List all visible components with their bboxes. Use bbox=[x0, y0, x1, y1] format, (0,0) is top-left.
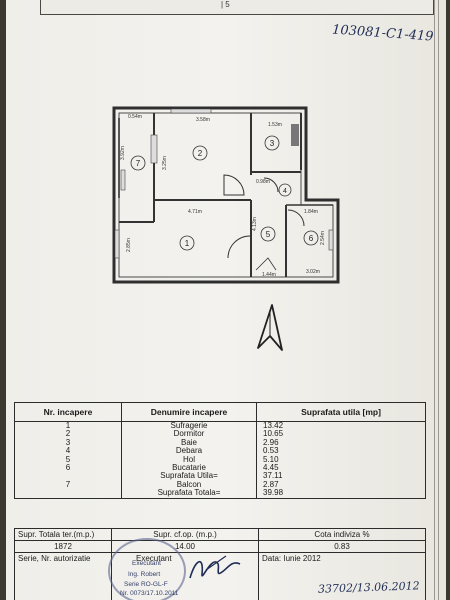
room-area: 4.45 bbox=[256, 463, 426, 473]
svg-text:5: 5 bbox=[266, 230, 271, 239]
table-row-subtotal: Suprafata Utila= 37.11 bbox=[14, 472, 426, 481]
room2-window bbox=[170, 108, 212, 114]
room-nr bbox=[14, 489, 122, 499]
dim-room5-depth: 4.13m bbox=[252, 217, 258, 231]
room-number-6: 6 bbox=[303, 230, 319, 246]
door-swing-room3 bbox=[263, 177, 279, 193]
room7-door bbox=[150, 134, 158, 164]
table-row: 5 Hol 5.10 bbox=[14, 455, 426, 465]
table-row: 6 Bucatarie 4.45 bbox=[14, 463, 426, 473]
dim-room7-depth: 3.92m bbox=[120, 146, 126, 160]
table-row: 2 Dormitor 10.65 bbox=[14, 429, 426, 439]
stamp-line-2: Ing. Robert bbox=[128, 571, 161, 578]
signature bbox=[189, 555, 241, 579]
svg-text:3: 3 bbox=[270, 139, 275, 148]
supr-teren-label: Supr. Totala ter.(m.p.) bbox=[14, 528, 112, 541]
room-area: 39.98 bbox=[256, 489, 426, 499]
room-number-2: 2 bbox=[192, 145, 208, 161]
table-row: 4 Debara 0.53 bbox=[14, 446, 426, 456]
stamp-seal bbox=[108, 538, 186, 600]
top-tab: | 5 bbox=[40, 0, 434, 15]
dim-room2-width: 3.58m bbox=[196, 117, 210, 123]
room-number-4: 4 bbox=[278, 183, 292, 197]
table-row-total: Suprafata Totala= 39.98 bbox=[14, 489, 426, 499]
svg-text:4: 4 bbox=[283, 188, 287, 195]
dim-room1-depth: 2.85m bbox=[126, 238, 132, 252]
door-swing-room1 bbox=[227, 235, 251, 259]
entry-mark bbox=[255, 257, 277, 271]
dim-room6-depth: 2.54m bbox=[320, 231, 326, 245]
outer-wall bbox=[112, 106, 340, 284]
room-area: 5.10 bbox=[256, 455, 426, 465]
room1-window bbox=[114, 229, 120, 259]
cota-value: 0.83 bbox=[258, 540, 426, 553]
dim-room1-width: 4.71m bbox=[188, 209, 202, 215]
cota-label: Cota indiviza % bbox=[258, 528, 426, 541]
room-number-1: 1 bbox=[179, 235, 195, 251]
room-area: 10.65 bbox=[256, 429, 426, 439]
room7-window-hatch bbox=[118, 118, 120, 198]
door-swing-room2 bbox=[223, 174, 245, 196]
room-nr: 7 bbox=[14, 480, 122, 490]
svg-text:2: 2 bbox=[198, 149, 203, 158]
room-name: Suprafata Totala= bbox=[121, 489, 257, 499]
room-area: 37.11 bbox=[256, 472, 426, 481]
floor-plan: 7 2 3 4 1 5 6 0.54m 3.58m 1.53m bbox=[112, 106, 340, 351]
stamp-line-3: Serie RO-GL-F bbox=[124, 581, 168, 588]
north-arrow-icon bbox=[257, 304, 283, 351]
room-number-5: 5 bbox=[260, 226, 276, 242]
margin-line bbox=[434, 0, 435, 600]
svg-text:6: 6 bbox=[309, 234, 314, 243]
stamp-line-4: Nr. 0073/17.10.2011 bbox=[120, 590, 179, 597]
header-area: Suprafata utila [mp] bbox=[256, 402, 426, 422]
table-row: 1 Sufragerie 13.42 bbox=[14, 421, 426, 431]
bath-fixture bbox=[291, 124, 299, 146]
door-swing-room6 bbox=[287, 209, 305, 227]
dim-room7-width: 0.54m bbox=[128, 114, 142, 120]
stamp-line-1: Executant bbox=[132, 560, 161, 567]
svg-text:7: 7 bbox=[136, 159, 141, 168]
dimension-labels: 0.54m 3.58m 1.53m 3.92m 3.25m 0.98m 4.71… bbox=[120, 114, 326, 278]
dim-room3-width: 1.53m bbox=[268, 122, 282, 128]
room7-window bbox=[120, 169, 126, 191]
margin-line bbox=[438, 0, 439, 600]
room-nr: 6 bbox=[14, 463, 122, 473]
room-number-3: 3 bbox=[264, 135, 280, 151]
data-label: Data: Iunie 2012 bbox=[258, 552, 426, 600]
header-nr: Nr. incapere bbox=[14, 402, 122, 422]
supr-teren-value: 1872 bbox=[14, 540, 112, 553]
dim-room6-bottom: 3.02m bbox=[306, 269, 320, 275]
room-area: 13.42 bbox=[256, 421, 426, 431]
dim-room6-width: 1.84m bbox=[304, 209, 318, 215]
dim-room2-depth: 3.25m bbox=[162, 156, 168, 170]
table-row: 7 Balcon 2.87 bbox=[14, 480, 426, 490]
room-number-7: 7 bbox=[130, 155, 146, 171]
top-tab-text: | 5 bbox=[221, 0, 230, 9]
dim-hall-width: 1.44m bbox=[262, 272, 276, 278]
header-name: Denumire incapere bbox=[121, 402, 257, 422]
document-sheet: | 5 103081-C1-419 7 2 bbox=[6, 0, 446, 600]
serie-label: Serie, Nr. autorizatie bbox=[14, 552, 112, 600]
room-area: 0.53 bbox=[256, 446, 426, 456]
dim-room4-width: 0.98m bbox=[256, 179, 270, 185]
supr-cf-label: Supr. cf.op. (m.p.) bbox=[111, 528, 259, 541]
svg-text:1: 1 bbox=[185, 239, 190, 248]
room-area: 2.87 bbox=[256, 480, 426, 490]
room-area-table: Nr. incapere Denumire incapere Suprafata… bbox=[14, 402, 426, 499]
table-row: 3 Baie 2.96 bbox=[14, 438, 426, 448]
room6-window bbox=[328, 229, 334, 251]
room-area: 2.96 bbox=[256, 438, 426, 448]
